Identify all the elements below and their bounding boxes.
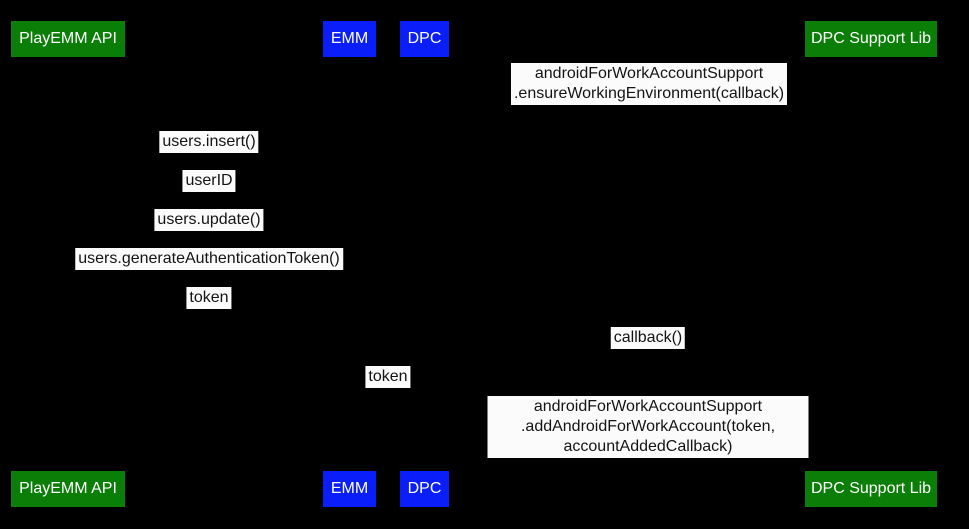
participant-dpc-support-lib-bottom: DPC Support Lib — [805, 471, 937, 507]
message-token-forward: token — [365, 366, 411, 388]
message-token-response: token — [186, 287, 232, 309]
message-users-insert: users.insert() — [159, 131, 259, 153]
participant-emm-bottom: EMM — [323, 471, 376, 507]
participant-dpc-top: DPC — [400, 21, 449, 57]
message-callback: callback() — [610, 327, 686, 349]
participant-playemm-api-top: PlayEMM API — [11, 21, 125, 57]
participant-dpc-bottom: DPC — [400, 471, 449, 507]
message-generate-authentication-token: users.generateAuthenticationToken() — [75, 248, 343, 270]
participant-playemm-api-bottom: PlayEMM API — [11, 471, 125, 507]
message-ensure-working-environment: androidForWorkAccountSupport .ensureWork… — [510, 63, 788, 105]
message-add-android-for-work-account: androidForWorkAccountSupport .addAndroid… — [487, 396, 809, 458]
participant-emm-top: EMM — [323, 21, 376, 57]
message-users-update: users.update() — [154, 209, 264, 231]
participant-dpc-support-lib-top: DPC Support Lib — [805, 21, 937, 57]
message-user-id: userID — [182, 170, 236, 192]
